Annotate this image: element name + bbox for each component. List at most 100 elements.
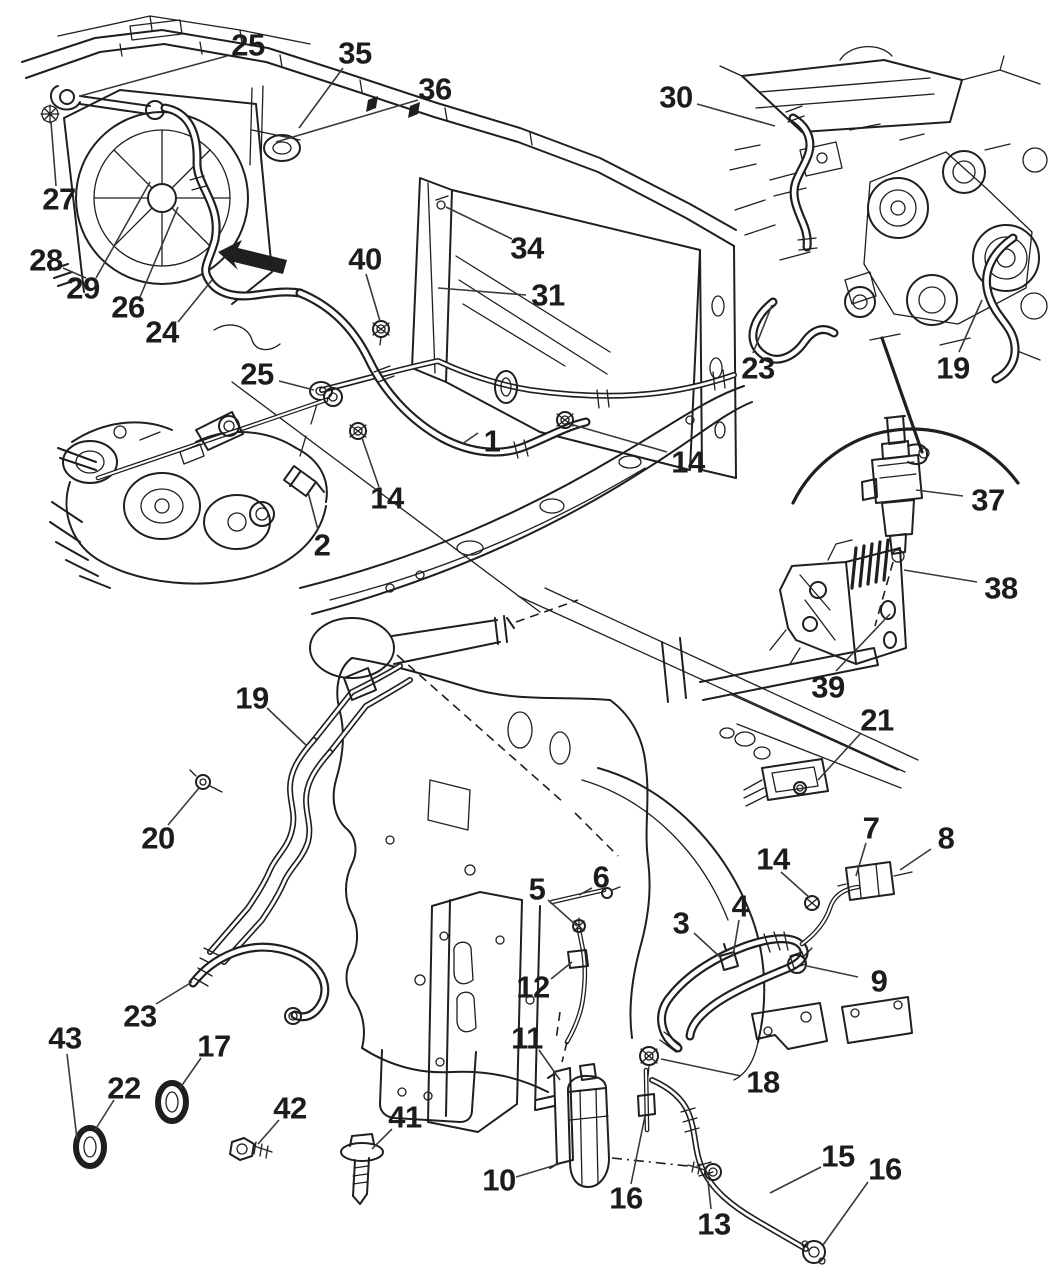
callout-label-15-42: 15 <box>821 1138 855 1174</box>
callout-label-20-24: 20 <box>141 820 175 856</box>
callout-leader-19-13 <box>958 299 983 353</box>
callout-label-25-14: 25 <box>240 356 274 392</box>
callout-label-42-40: 42 <box>273 1090 307 1126</box>
callout-label-31-9: 31 <box>531 277 565 313</box>
callout-label-3-31: 3 <box>672 905 690 941</box>
direction-arrow-icon <box>218 240 287 274</box>
callout-label-38-20: 38 <box>984 570 1018 606</box>
callout-label-21-23: 21 <box>860 702 894 738</box>
callout-label-12-33: 12 <box>516 969 550 1005</box>
callout-label-14-27: 14 <box>756 841 790 877</box>
vacuum-valve-icon <box>861 415 930 627</box>
callout-leader-19-22 <box>266 707 308 747</box>
callout-leader-10-44 <box>515 1163 560 1178</box>
callout-leader-34-5 <box>445 206 513 240</box>
callout-label-35-1: 35 <box>338 35 372 71</box>
callout-leader-20-24 <box>167 787 200 826</box>
heater-hose-loop-icon <box>657 861 913 1053</box>
callout-leader-2-19 <box>307 491 319 531</box>
callout-label-26-10: 26 <box>111 289 145 325</box>
callout-leader-38-20 <box>903 569 978 583</box>
bracket-icon <box>743 758 829 807</box>
inset-pointer-line <box>880 336 924 454</box>
callout-leader-39-21 <box>835 613 891 672</box>
callout-label-37-18: 37 <box>971 482 1005 518</box>
callout-leader-23-12 <box>752 304 773 354</box>
callout-label-4-30: 4 <box>731 888 749 924</box>
callout-leader-28-7 <box>62 267 87 279</box>
callout-leader-35-1 <box>298 67 344 129</box>
callout-label-36-2: 36 <box>418 71 452 107</box>
callout-label-30-3: 30 <box>659 79 693 115</box>
callout-label-23-34: 23 <box>123 998 157 1034</box>
cowl-hvac-illustration <box>73 587 919 1265</box>
callout-leader-14-16 <box>569 423 668 453</box>
callout-leader-15-42 <box>769 1166 822 1194</box>
callout-label-9-32: 9 <box>870 963 888 999</box>
callout-label-23-12: 23 <box>741 350 775 386</box>
callout-leader-14-27 <box>780 871 811 899</box>
callout-leader-31-9 <box>437 287 527 296</box>
callout-label-28-7: 28 <box>29 242 63 278</box>
callout-leader-18-38 <box>660 1058 742 1077</box>
callout-label-41-41: 41 <box>388 1099 422 1135</box>
callout-leader-5-29 <box>547 899 578 927</box>
callout-label-43-35: 43 <box>48 1020 82 1056</box>
callout-leader-1-15 <box>461 432 479 445</box>
callout-leader-23-34 <box>155 981 193 1005</box>
callout-label-6-28: 6 <box>592 859 610 895</box>
nut-icon <box>349 320 574 440</box>
callout-leader-17-37 <box>179 1057 202 1089</box>
callout-leader-12-33 <box>550 961 573 980</box>
callout-leader-22-39 <box>94 1099 115 1131</box>
callout-label-10-44: 10 <box>482 1162 516 1198</box>
line-fitting-icon <box>283 465 325 497</box>
callout-leader-37-18 <box>915 489 964 497</box>
callout-label-11-36: 11 <box>511 1020 543 1056</box>
screw-icon <box>340 1133 384 1205</box>
callout-leader-11-36 <box>538 1049 561 1081</box>
o-ring-icon <box>73 1080 189 1169</box>
grommet-icon <box>494 370 518 404</box>
valve-bracket-icon <box>769 538 907 665</box>
callout-label-1-15: 1 <box>483 423 501 459</box>
callout-label-19-13: 19 <box>936 350 970 386</box>
fan-shroud-icon <box>75 111 249 285</box>
callout-label-16-45: 16 <box>609 1180 643 1216</box>
callout-label-27-4: 27 <box>42 181 76 217</box>
front-frame-radiator-illustration <box>21 15 753 615</box>
callout-leader-9-32 <box>806 965 859 978</box>
callout-leader-24-11 <box>177 279 213 323</box>
callout-leader-42-40 <box>257 1119 280 1145</box>
callout-label-29-8: 29 <box>66 270 100 306</box>
callout-leader-4-30 <box>732 919 740 957</box>
callout-leader-36-2 <box>275 99 419 143</box>
callout-label-2-19: 2 <box>313 527 331 563</box>
callout-leader-25-0 <box>79 55 228 97</box>
callout-label-8-26: 8 <box>937 820 955 856</box>
callout-leader-14-17 <box>361 437 380 488</box>
callout-label-40-6: 40 <box>348 241 382 277</box>
callout-label-39-21: 39 <box>811 669 845 705</box>
callout-leader-8-26 <box>899 848 932 871</box>
callout-leader-16-45 <box>630 1115 646 1185</box>
callout-label-14-17: 14 <box>370 480 404 516</box>
callout-leader-40-6 <box>365 273 381 322</box>
callout-label-18-38: 18 <box>746 1064 780 1100</box>
callout-leader-29-8 <box>95 181 151 279</box>
callout-label-25-0: 25 <box>231 27 265 63</box>
callout-label-34-5: 34 <box>510 230 544 266</box>
callout-label-13-46: 13 <box>697 1206 731 1242</box>
callout-leader-6-28 <box>578 887 593 896</box>
callout-label-24-11: 24 <box>145 314 179 350</box>
callout-leader-3-31 <box>693 932 721 958</box>
inset-valve-illustration <box>769 415 1020 665</box>
callout-label-16-43: 16 <box>868 1151 902 1187</box>
callout-label-14-16: 14 <box>671 444 705 480</box>
callout-leader-27-4 <box>50 121 57 187</box>
callout-label-5-29: 5 <box>528 871 546 907</box>
receiver-drier-icon <box>535 1011 610 1188</box>
bolt-icon <box>229 1137 273 1161</box>
